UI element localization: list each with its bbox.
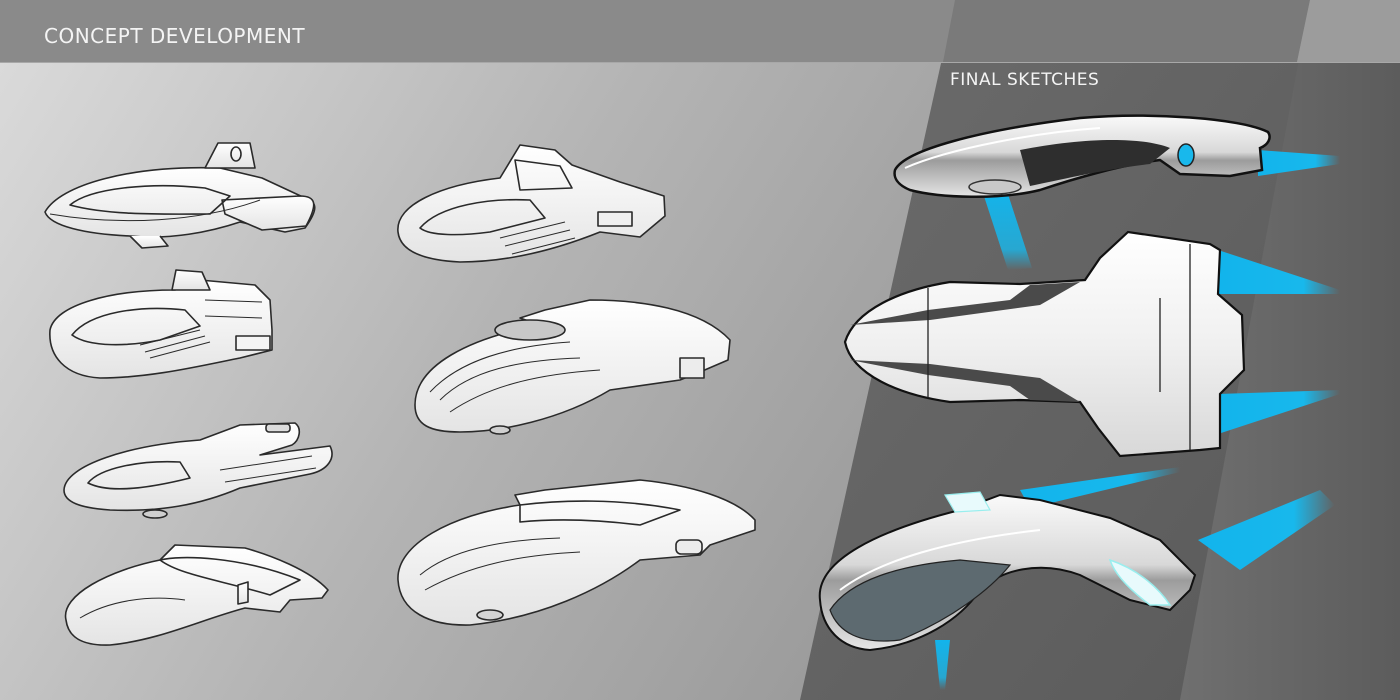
concept-sketch-6: [414, 299, 731, 435]
concept-sketch-7: [397, 479, 756, 626]
section-title-final-sketches: FINAL SKETCHES: [950, 70, 1100, 90]
thruster-flame: [1218, 250, 1340, 294]
concept-sketch-1: [44, 142, 316, 249]
thruster-flame: [1258, 150, 1340, 176]
final-sketch-side-view: [893, 114, 1340, 270]
section-title-concept-development: CONCEPT DEVELOPMENT: [44, 24, 306, 48]
thruster-flame: [935, 640, 950, 690]
concept-sketch-3: [63, 422, 333, 519]
thruster-flame: [1198, 490, 1335, 570]
final-sketch-perspective-view: [818, 467, 1335, 690]
concept-sketch-4: [64, 544, 329, 646]
header-divider: [0, 62, 1400, 63]
thruster-flame: [1218, 390, 1340, 434]
thruster-flame: [982, 188, 1032, 270]
concept-sketch-2: [49, 269, 273, 379]
concept-sketch-5: [397, 144, 666, 263]
header-band-right: [1297, 0, 1400, 62]
final-sketch-top-view: [843, 230, 1340, 458]
thruster-flame: [1020, 467, 1180, 508]
header-band-overlay: [943, 0, 1310, 62]
